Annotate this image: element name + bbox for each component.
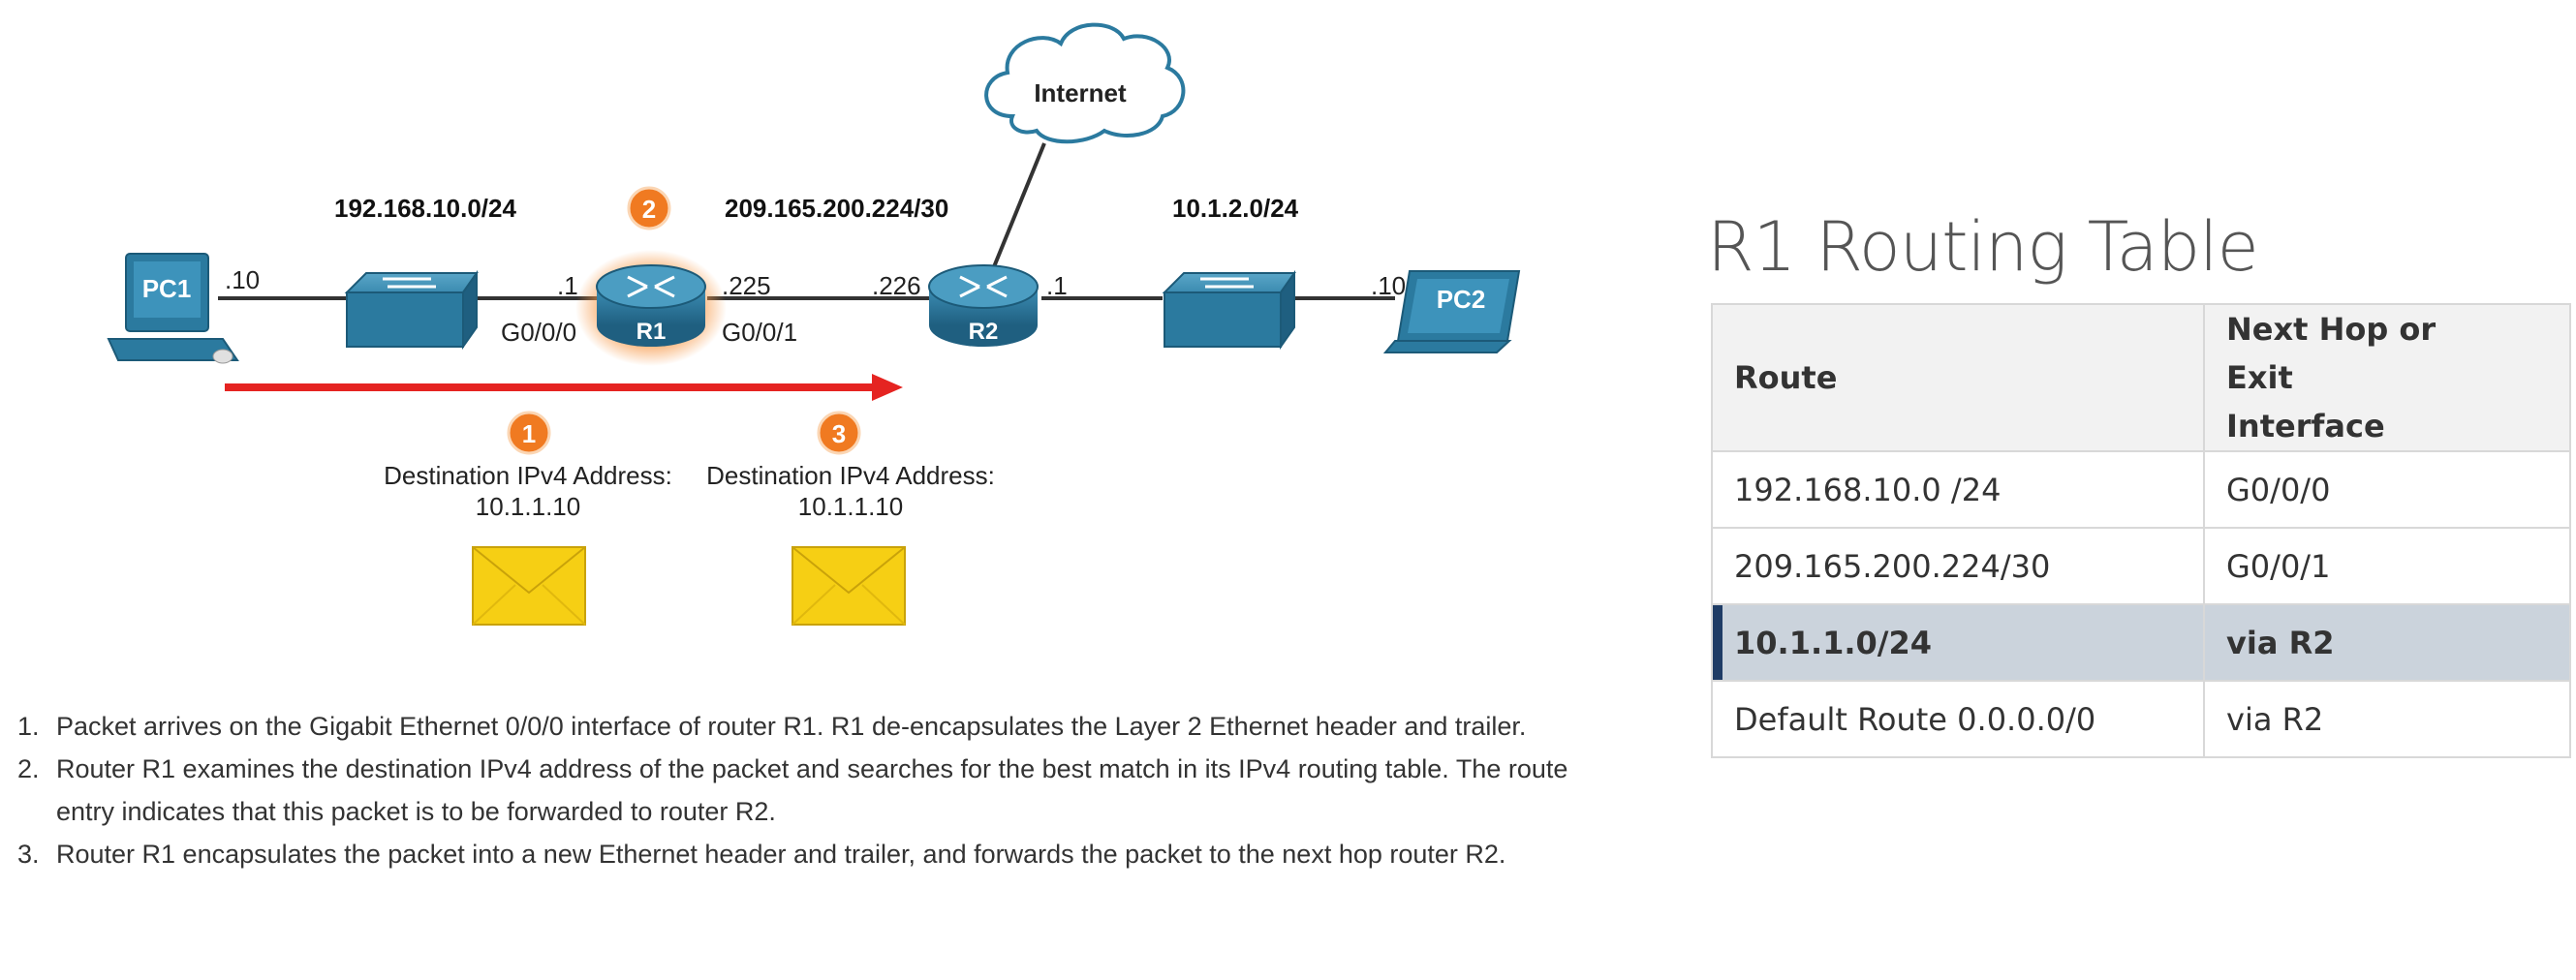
step-number: 2.: [17, 754, 40, 783]
table-row-highlighted: 10.1.1.0/24 via R2: [1711, 603, 2571, 682]
router-r1-icon: R1: [575, 250, 727, 366]
step-item: 2. Router R1 examines the destination IP…: [17, 748, 1606, 833]
packet2-label: Destination IPv4 Address:: [706, 461, 995, 490]
switch1-icon: [344, 269, 479, 351]
network-label-right: 10.1.2.0/24: [1172, 194, 1299, 223]
r1-g000-ip: .1: [557, 271, 578, 300]
packet1-address: 10.1.1.10: [476, 492, 580, 521]
step-item: 1. Packet arrives on the Gigabit Etherne…: [17, 705, 1606, 748]
network-links: [218, 142, 1395, 300]
route-cell: 192.168.10.0 /24: [1711, 450, 2205, 529]
step-badge-3: 3: [817, 411, 861, 455]
pc2-label: PC2: [1437, 285, 1486, 314]
router-r1-label: R1: [636, 319, 667, 345]
envelope2-icon: [659, 546, 906, 626]
next-hop-cell: G0/0/1: [2203, 527, 2571, 605]
routing-table: Route Next Hop or Exit Interface 192.168…: [1711, 303, 2571, 758]
packet2-address: 10.1.1.10: [798, 492, 903, 521]
step-text: Packet arrives on the Gigabit Ethernet 0…: [56, 712, 1527, 741]
network-label-middle: 209.165.200.224/30: [725, 194, 948, 223]
packet-path-arrow-icon: [225, 374, 903, 401]
step-badge-2: 2: [627, 186, 671, 230]
step-text: Router R1 examines the destination IPv4 …: [56, 754, 1568, 826]
r2-left-ip: .226: [872, 271, 921, 300]
network-label-left: 192.168.10.0/24: [334, 194, 516, 223]
r1-g001-name: G0/0/1: [722, 318, 797, 347]
router-r2-icon: R2: [928, 264, 1039, 347]
column-header-route: Route: [1711, 303, 2205, 452]
internet-label: Internet: [1034, 78, 1127, 107]
switch2-icon: [1162, 269, 1296, 351]
step-item: 3. Router R1 encapsulates the packet int…: [17, 833, 1606, 875]
table-row: Default Route 0.0.0.0/0 via R2: [1711, 680, 2571, 758]
svg-text:3: 3: [832, 419, 846, 448]
internet-cloud-icon: Internet: [984, 22, 1186, 144]
pc1-ip: .10: [225, 265, 260, 294]
table-row: 192.168.10.0 /24 G0/0/0: [1711, 450, 2571, 529]
network-diagram: Internet 192.168.10.0/24 209.165.200.224…: [107, 22, 1521, 626]
r1-g001-ip: .225: [722, 271, 771, 300]
pc1-label: PC1: [142, 274, 192, 303]
step-number: 1.: [17, 712, 40, 741]
link-r2-internet: [991, 142, 1046, 270]
svg-text:1: 1: [522, 419, 536, 448]
step-text: Router R1 encapsulates the packet into a…: [56, 840, 1506, 869]
pc1-computer-icon: PC1: [107, 253, 239, 364]
table-row: 209.165.200.224/30 G0/0/1: [1711, 527, 2571, 605]
r2-right-ip: .1: [1046, 271, 1068, 300]
table-header-row: Route Next Hop or Exit Interface: [1711, 303, 2571, 452]
next-hop-cell: via R2: [2203, 603, 2571, 682]
step-badge-1: 1: [507, 411, 551, 455]
steps-list: 1. Packet arrives on the Gigabit Etherne…: [17, 705, 1606, 875]
envelope1-icon: [339, 546, 586, 626]
r1-g000-name: G0/0/0: [501, 318, 576, 347]
step-number: 3.: [17, 840, 40, 869]
route-cell: Default Route 0.0.0.0/0: [1711, 680, 2205, 758]
route-cell: 209.165.200.224/30: [1711, 527, 2205, 605]
routing-table-title: R1 Routing Table: [1707, 207, 2259, 287]
route-cell: 10.1.1.0/24: [1711, 603, 2205, 682]
packet1-label: Destination IPv4 Address:: [384, 461, 672, 490]
column-header-next-hop: Next Hop or Exit Interface: [2203, 303, 2571, 452]
svg-text:2: 2: [642, 195, 656, 224]
pc2-laptop-icon: PC2: [1382, 270, 1521, 353]
next-hop-cell: via R2: [2203, 680, 2571, 758]
pc2-ip: .10: [1371, 271, 1406, 300]
next-hop-cell: G0/0/0: [2203, 450, 2571, 529]
router-r2-label: R2: [969, 319, 999, 345]
